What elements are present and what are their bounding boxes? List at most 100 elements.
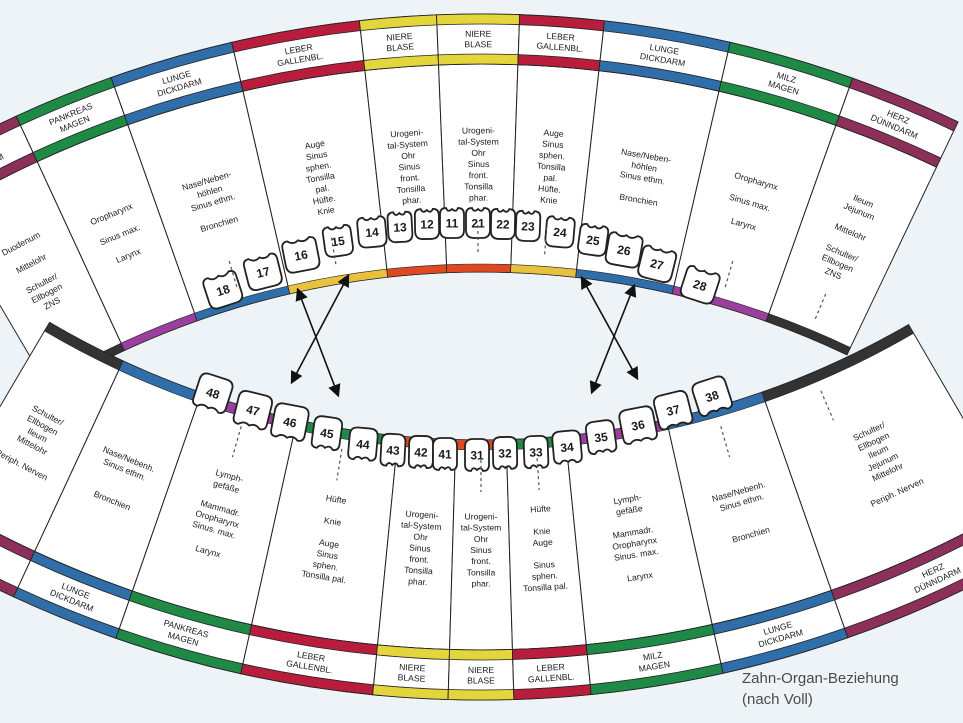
lower-segment-milz-magen: MILZMAGENLymph-gefäßeMammadr.OropharynxS… (564, 418, 724, 696)
arrow-left-b (290, 273, 350, 385)
organ-color-band (830, 533, 963, 601)
tooth-23: 23 (514, 209, 542, 243)
tooth-outline (551, 429, 583, 465)
tooth-12: 12 (413, 207, 441, 240)
lower-arch: HERZDÜNNDARMSchulter/EllbogenIleumMittel… (0, 321, 963, 701)
arrow-right-b (589, 283, 637, 395)
organ-header: LEBERGALLENBL. (527, 661, 575, 684)
tooth-number: 41 (438, 448, 452, 462)
tooth-number: 25 (585, 233, 600, 249)
tooth-31: 31 (464, 438, 490, 472)
tooth-number: 16 (293, 247, 309, 263)
tooth-outline (522, 434, 550, 470)
tooth-44: 44 (347, 426, 379, 462)
tooth-16: 16 (281, 236, 321, 274)
organ-color-band (436, 13, 521, 26)
tooth-number: 15 (330, 234, 345, 250)
tooth-41: 41 (432, 437, 458, 471)
tooth-outline (514, 209, 542, 243)
tooth-number: 17 (255, 264, 272, 281)
tooth-marker-band (446, 263, 512, 273)
lower-segment-leber-gallenbl: LEBERGALLENBL. HüfteKnieAugeSinussphen.To… (505, 435, 592, 701)
tooth-number: 37 (665, 402, 682, 419)
tooth-number: 47 (245, 402, 262, 419)
organ-color-band (448, 649, 514, 661)
tooth-35: 35 (584, 419, 618, 455)
tooth-marker-band (765, 313, 851, 356)
tooth-number: 33 (529, 445, 543, 459)
tooth-outline (465, 207, 491, 239)
tooth-48: 48 (192, 372, 234, 414)
tooth-outline (637, 244, 678, 283)
tooth-43: 43 (379, 432, 407, 468)
tooth-22: 22 (489, 207, 517, 240)
tooth-number: 26 (616, 242, 632, 258)
tooth-outline (604, 231, 644, 269)
tooth-number: 38 (704, 388, 721, 406)
tooth-14: 14 (356, 215, 388, 249)
tooth-number: 23 (521, 219, 535, 233)
caption-subtitle: (nach Voll) (742, 691, 813, 708)
tooth-number: 21 (471, 217, 485, 231)
tooth-outline (464, 438, 490, 472)
organ-body-text: HüfteKnieAugeSinussphen.Tonsilla pal. (518, 502, 569, 593)
tooth-11: 11 (439, 207, 465, 239)
tooth-17: 17 (242, 252, 283, 291)
tooth-number: 12 (420, 217, 434, 231)
tooth-45: 45 (310, 415, 344, 451)
tooth-outline (347, 426, 379, 462)
organ-header: NIEREBLASE (385, 31, 414, 54)
organ-color-band (848, 77, 959, 132)
tooth-34: 34 (551, 429, 583, 465)
tooth-number: 14 (365, 225, 380, 240)
tooth-number: 11 (446, 217, 459, 231)
tooth-number: 36 (630, 417, 646, 433)
organ-body-text: AugeSinussphen.Tonsillapal.Hüfte.Knie (300, 137, 341, 218)
tooth-outline (356, 215, 388, 249)
diagram-caption: Zahn-Organ-Beziehung (nach Voll) (742, 668, 899, 710)
tooth-marker-band (761, 324, 915, 403)
tooth-outline (618, 405, 658, 445)
tooth-13: 13 (386, 210, 414, 244)
caption-title: Zahn-Organ-Beziehung (742, 670, 899, 687)
upper-arch: HERZDÜNNDARMDuodenumMittelohrSchulter/El… (0, 13, 959, 391)
tooth-outline (691, 375, 733, 417)
lower-segment-pankreas-magen: PANKREASMAGENLymph-gefäßeMammadr.Orophar… (115, 392, 298, 675)
upper-segment-herz-dünndarm: HERZDÜNNDARMIleumJejunumMittelohrSchulte… (765, 77, 959, 356)
tooth-outline (270, 402, 310, 442)
tooth-38: 38 (691, 375, 733, 417)
tooth-42: 42 (407, 435, 435, 470)
organ-color-band (835, 115, 942, 168)
tooth-outline (281, 236, 321, 274)
tooth-27: 27 (637, 244, 678, 283)
tooth-outline (202, 270, 244, 310)
tooth-number: 43 (386, 443, 400, 458)
tooth-outline (679, 265, 721, 305)
tooth-outline (489, 207, 517, 240)
tooth-number: 24 (553, 225, 568, 240)
tooth-24: 24 (544, 215, 576, 249)
tooth-outline (413, 207, 441, 240)
tooth-28: 28 (679, 265, 721, 305)
dashed-lines (227, 221, 834, 492)
organ-color-band (437, 53, 519, 66)
lower-segment-herz-dünndarm: HERZDÜNNDARMSchulter/EllbogenIleumJejunu… (761, 323, 963, 639)
tooth-outline (242, 252, 283, 291)
tooth-outline (653, 390, 694, 431)
organ-body-text: Urogeni-tal-SystemOhrSinusfront.Tonsilla… (397, 508, 442, 588)
tooth-number: 34 (560, 440, 575, 455)
tooth-number: 13 (393, 220, 407, 235)
tooth-outline (310, 415, 344, 451)
tooth-26: 26 (604, 231, 644, 269)
organ-color-band (844, 578, 963, 639)
lower-segment-leber-gallenbl: LEBERGALLENBL.HüfteKnieAugeSinussphen.To… (240, 419, 399, 696)
tooth-number: 22 (496, 217, 510, 231)
tooth-outline (491, 436, 519, 471)
tooth-outline (407, 435, 435, 470)
